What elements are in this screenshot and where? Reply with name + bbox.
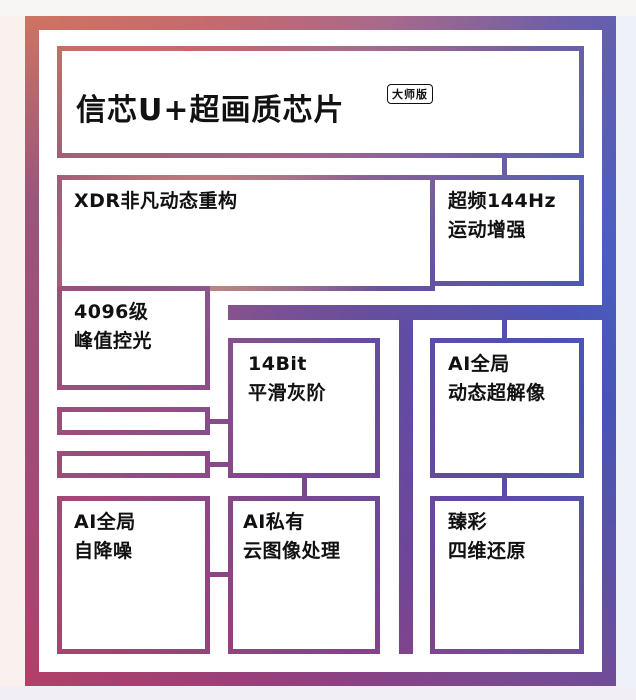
connector-bus-sr bbox=[502, 320, 507, 338]
page-margin-top bbox=[0, 0, 636, 16]
color-box bbox=[430, 496, 584, 654]
connector-small-2 bbox=[210, 462, 228, 467]
chip-title: 信芯U+超画质芯片 bbox=[76, 93, 345, 128]
block-label-color: 臻彩 四维还原 bbox=[448, 511, 527, 562]
sr-box bbox=[430, 338, 584, 478]
small-block-1 bbox=[57, 407, 210, 435]
gray-box bbox=[228, 338, 380, 478]
connector-sr-color bbox=[502, 478, 507, 496]
block-label-hz144: 超频144Hz 运动增强 bbox=[448, 190, 557, 241]
block-label-denoise: AI全局 自降噪 bbox=[74, 511, 136, 562]
hz144-box bbox=[430, 175, 584, 286]
bus-bar-horizontal bbox=[228, 305, 602, 320]
edition-badge: 大师版 bbox=[387, 84, 433, 104]
bus-bar-vertical bbox=[399, 305, 413, 654]
block-label-sr: AI全局 动态超解像 bbox=[448, 353, 546, 404]
block-label-gray: 14Bit 平滑灰阶 bbox=[248, 353, 327, 404]
title-box bbox=[57, 46, 584, 158]
page-margin-right bbox=[616, 16, 636, 686]
connector-gray-cloud bbox=[302, 478, 307, 496]
connector-denoise-cloud bbox=[210, 572, 228, 577]
xdr-box bbox=[57, 175, 435, 291]
denoise-box bbox=[57, 496, 210, 654]
dimming-box bbox=[57, 286, 210, 390]
block-label-cloud: AI私有 云图像处理 bbox=[243, 511, 341, 562]
page-margin-left bbox=[0, 16, 25, 686]
block-label-xdr: XDR非凡动态重构 bbox=[74, 190, 238, 212]
cloud-box bbox=[228, 496, 380, 654]
block-label-dimming: 4096级 峰值控光 bbox=[74, 301, 153, 352]
small-block-2 bbox=[57, 451, 210, 478]
page-margin-bottom bbox=[0, 686, 636, 700]
connector-small-1 bbox=[210, 419, 228, 424]
connector-title-hz bbox=[502, 158, 507, 175]
